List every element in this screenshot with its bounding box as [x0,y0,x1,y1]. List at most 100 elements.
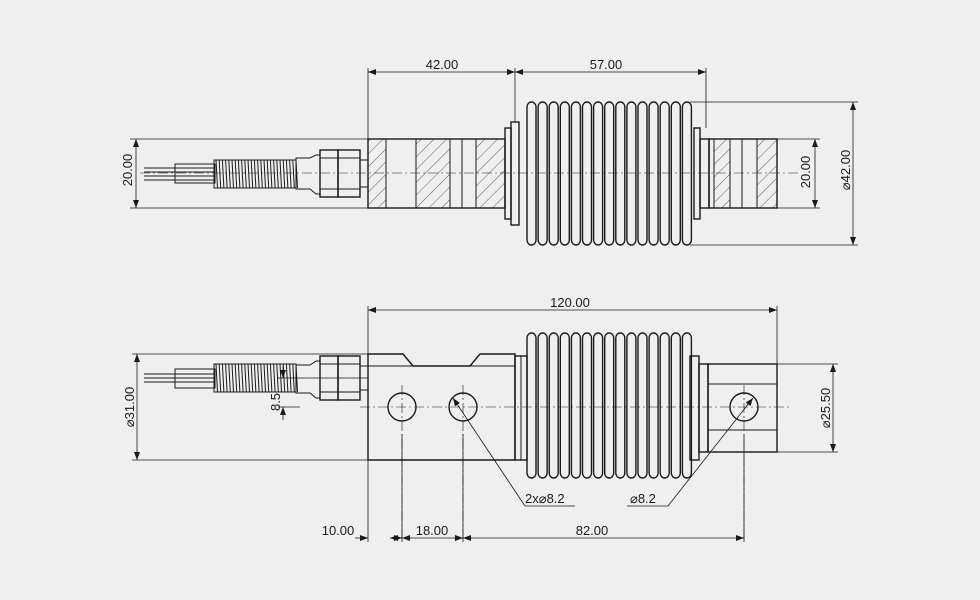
bellows-rib [570,332,582,479]
bellows-rib [592,101,604,246]
thread-line [244,159,247,189]
thread-line [282,159,286,189]
thread-line [269,159,273,189]
bellows-rib [604,332,615,479]
thread-line [218,363,222,393]
thread-line [228,363,231,393]
thread-line [247,159,250,189]
bellows-rib [559,332,570,479]
bellows-rib [537,332,548,479]
thread-line [260,159,263,189]
bellows-rib [659,101,670,246]
bellows-rib [526,332,537,479]
top-right-end [693,127,778,220]
dim-height-right: 20.00 [798,156,813,189]
thread-line [241,159,244,189]
dim-bellows-diameter: ⌀42.00 [838,150,853,190]
bottom-dimensions [132,306,838,542]
bottom-bellows [526,332,693,479]
thread-line [289,159,292,189]
thread-line [221,159,225,189]
thread-line [247,363,250,393]
thread-line [257,363,260,393]
dim-pos-b: 18.00 [416,523,449,538]
top-main-body [367,121,520,226]
dim-pos-c: 82.00 [576,523,609,538]
thread-line [215,363,218,393]
dim-body-diameter: ⌀31.00 [122,387,137,427]
top-cable-wires [144,163,216,184]
dim-length-a: 42.00 [426,57,459,72]
thread-line [218,159,222,189]
bellows-rib [615,332,626,479]
bellows-rib [681,332,693,479]
bellows-rib [615,101,626,246]
bellows-rib [570,101,582,246]
thread-line [253,363,257,393]
bellows-rib [626,332,637,479]
thread-line [228,159,231,189]
bottom-view: 120.00 ⌀31.00 8.5 ⌀25.50 2x⌀8.2 ⌀8.2 10.… [122,295,838,542]
callout-hole-pair: 2x⌀8.2 [525,491,565,506]
bellows-rib [526,101,537,246]
bottom-cable-wires [144,368,216,389]
top-connector-nuts [295,149,368,198]
dim-length-b: 57.00 [590,57,623,72]
bellows-rib [581,332,593,479]
dim-right-diameter: ⌀25.50 [818,388,833,428]
thread-line [273,363,276,393]
thread-line [234,363,238,393]
thread-line [234,159,238,189]
bellows-rib [648,101,659,246]
bottom-right-end [689,355,778,540]
thread-line [237,159,241,189]
thread-line [250,363,254,393]
thread-line [231,159,234,189]
bellows-rib [648,332,659,479]
bellows-rib [670,101,681,246]
bottom-main-body [367,353,528,540]
top-threaded-sleeve [213,159,298,189]
thread-line [263,159,266,189]
top-dimensions [130,68,858,246]
bellows-rib [637,101,648,246]
dim-height-left: 20.00 [120,154,135,187]
thread-line [276,159,279,189]
thread-line [225,363,228,393]
thread-line [276,363,279,393]
thread-line [225,159,228,189]
thread-line [266,159,270,189]
bellows-rib [581,101,593,246]
thread-line [273,159,276,189]
thread-line [250,159,254,189]
thread-line [285,159,289,189]
bellows-rib [670,332,681,479]
thread-line [260,363,263,393]
thread-line [215,159,218,189]
dim-offset: 8.5 [268,393,283,411]
thread-line [241,363,244,393]
thread-line [253,159,257,189]
thread-line [231,363,234,393]
callout-hole-single: ⌀8.2 [630,491,656,506]
dim-overall-length: 120.00 [550,295,590,310]
thread-line [244,363,247,393]
top-bellows [526,101,693,246]
bellows-rib [592,332,604,479]
bellows-rib [637,332,648,479]
bellows-rib [548,332,559,479]
dim-pos-a: 10.00 [322,523,355,538]
thread-line [237,363,241,393]
thread-line [266,363,270,393]
bellows-rib [548,101,559,246]
bellows-rib [559,101,570,246]
thread-line [279,159,282,189]
bellows-rib [626,101,637,246]
thread-line [263,363,266,393]
thread-line [221,363,225,393]
bellows-rib [681,101,693,246]
thread-line [292,159,295,189]
bellows-rib [659,332,670,479]
